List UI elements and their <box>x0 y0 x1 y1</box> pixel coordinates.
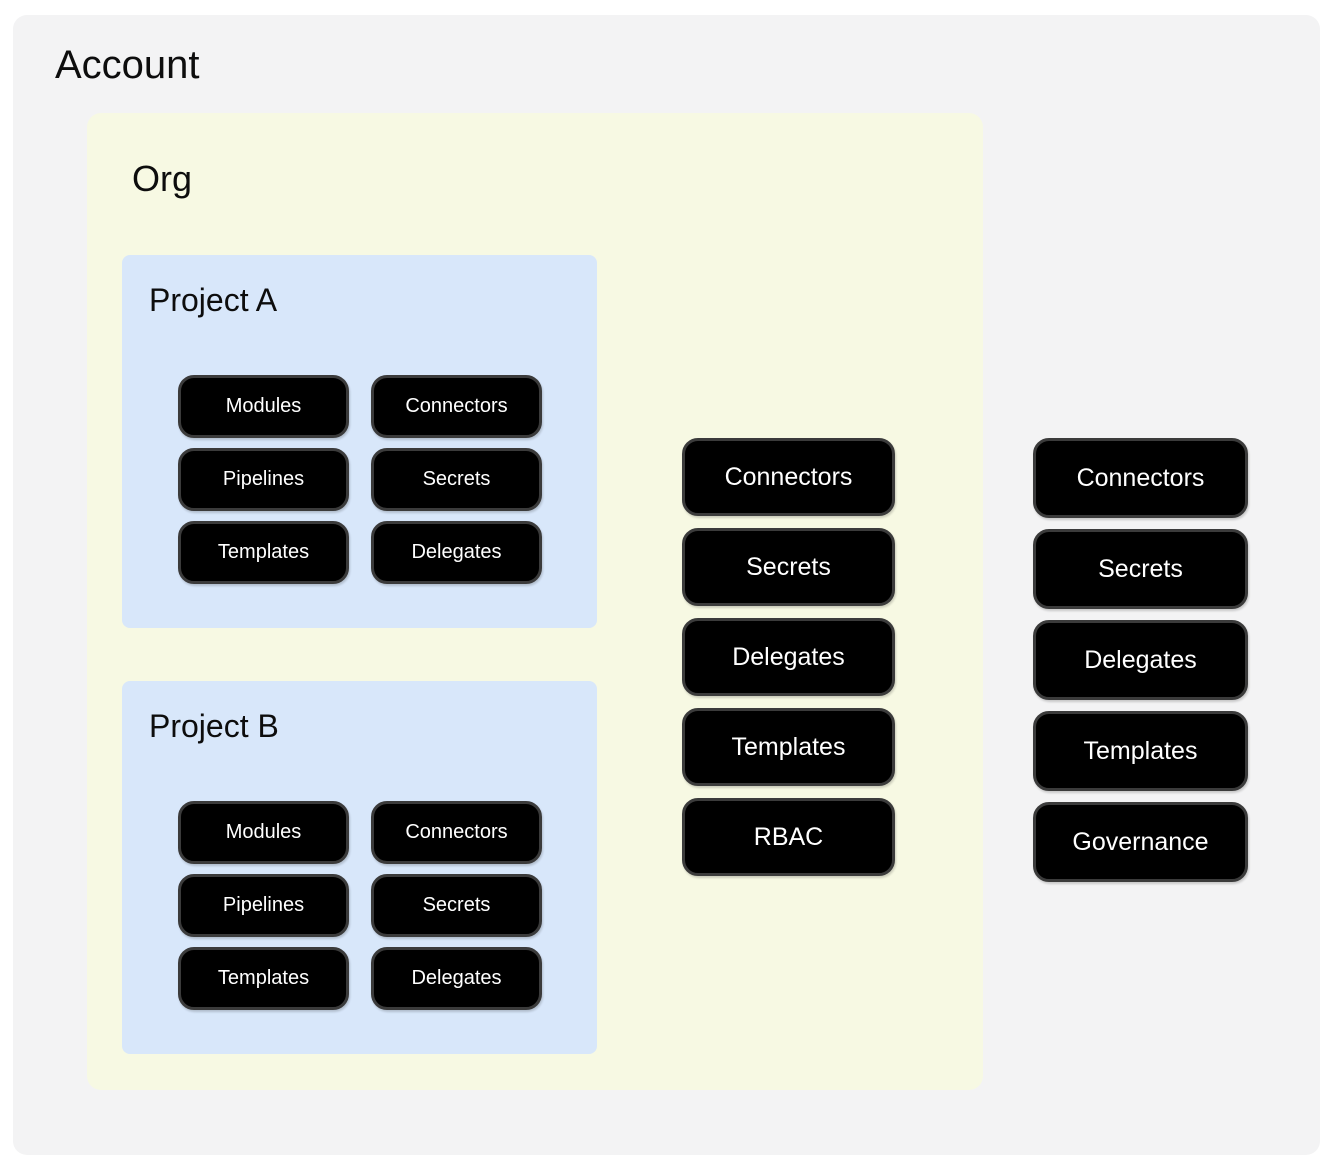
project-b-pill-modules: Modules <box>178 801 349 864</box>
project-b-pill-templates: Templates <box>178 947 349 1010</box>
project-a-pill-connectors: Connectors <box>371 375 542 438</box>
org-title: Org <box>132 158 193 199</box>
account-pill-secrets: Secrets <box>1033 529 1248 609</box>
account-title: Account <box>55 43 200 87</box>
org-pill-rbac: RBAC <box>682 798 895 876</box>
project-a-pill-secrets: Secrets <box>371 448 542 511</box>
project-b-pill-delegates: Delegates <box>371 947 542 1010</box>
account-pill-governance: Governance <box>1033 802 1248 882</box>
org-pill-templates: Templates <box>682 708 895 786</box>
project-b-pill-secrets: Secrets <box>371 874 542 937</box>
account-pill-delegates: Delegates <box>1033 620 1248 700</box>
project-a-pill-pipelines: Pipelines <box>178 448 349 511</box>
project-b-pill-pipelines: Pipelines <box>178 874 349 937</box>
project-a-pill-grid: Modules Connectors Pipelines Secrets Tem… <box>178 375 542 584</box>
account-pill-connectors: Connectors <box>1033 438 1248 518</box>
account-pill-stack: Connectors Secrets Delegates Templates G… <box>1033 438 1248 882</box>
org-pill-stack: Connectors Secrets Delegates Templates R… <box>682 438 895 876</box>
project-a-container: Project A Modules Connectors Pipelines S… <box>122 255 597 628</box>
project-a-pill-templates: Templates <box>178 521 349 584</box>
account-container: Account Org Project A Modules Connectors… <box>13 15 1320 1155</box>
project-a-pill-modules: Modules <box>178 375 349 438</box>
project-b-title: Project B <box>149 708 279 744</box>
org-pill-connectors: Connectors <box>682 438 895 516</box>
project-b-pill-grid: Modules Connectors Pipelines Secrets Tem… <box>178 801 542 1010</box>
org-pill-secrets: Secrets <box>682 528 895 606</box>
account-pill-templates: Templates <box>1033 711 1248 791</box>
project-b-pill-connectors: Connectors <box>371 801 542 864</box>
project-a-pill-delegates: Delegates <box>371 521 542 584</box>
project-a-title: Project A <box>149 282 278 318</box>
org-container: Org Project A Modules Connectors Pipelin… <box>87 113 983 1090</box>
org-pill-delegates: Delegates <box>682 618 895 696</box>
project-b-container: Project B Modules Connectors Pipelines S… <box>122 681 597 1054</box>
